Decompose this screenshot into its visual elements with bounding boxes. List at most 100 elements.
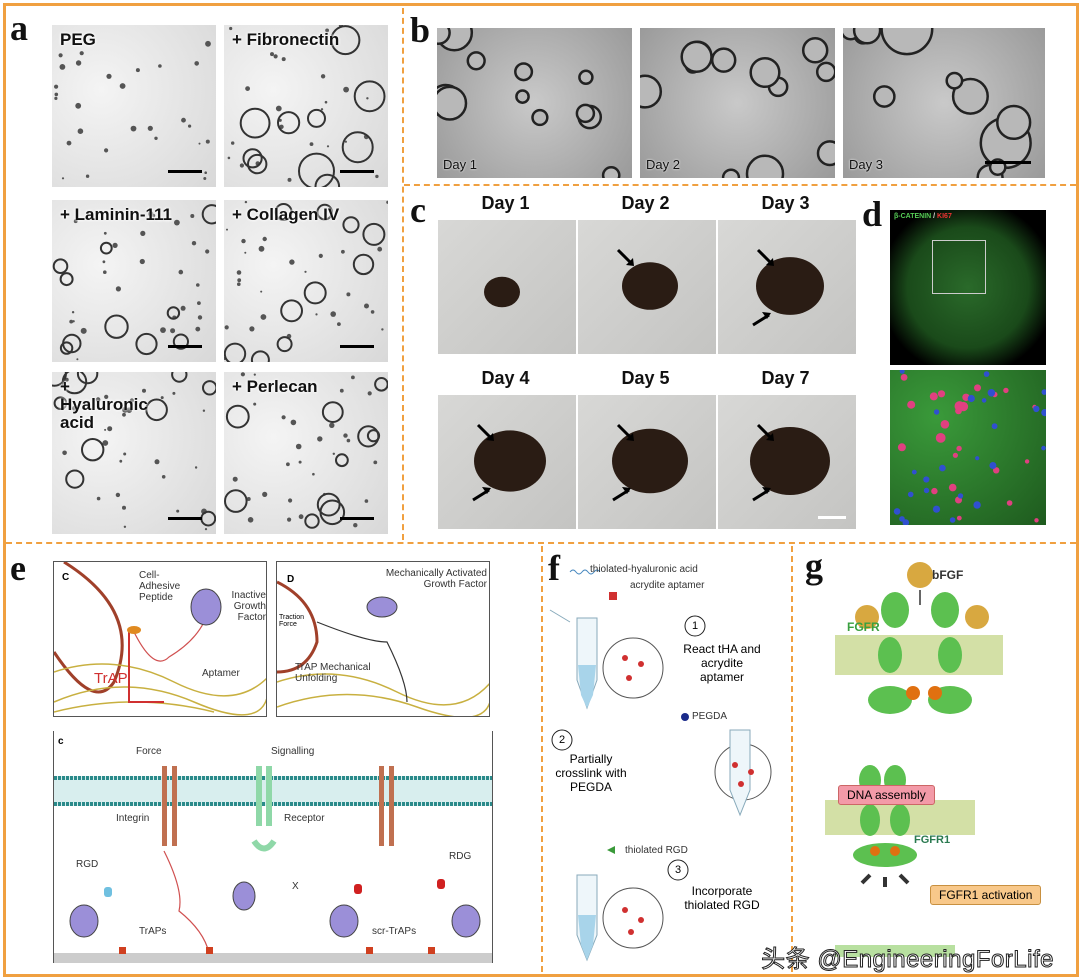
cell-blob bbox=[195, 326, 201, 332]
cell-blob bbox=[135, 332, 158, 356]
cell-blob bbox=[178, 269, 184, 275]
cell-blob bbox=[948, 483, 957, 492]
cell-blob bbox=[955, 407, 962, 415]
cell-blob bbox=[139, 258, 145, 265]
cell-blob bbox=[227, 156, 231, 160]
cell-blob bbox=[145, 398, 168, 422]
condition-label: + Laminin-111 bbox=[60, 205, 172, 224]
cell-blob bbox=[80, 327, 87, 334]
panel-label-e: e bbox=[10, 548, 26, 588]
cell-blob bbox=[197, 315, 203, 320]
cell-blob bbox=[373, 460, 378, 465]
cell-blob bbox=[273, 54, 278, 59]
cell-blob bbox=[983, 371, 990, 377]
cell-blob bbox=[288, 498, 293, 503]
signalling-label: Signalling bbox=[271, 746, 315, 757]
cell-blob bbox=[940, 420, 950, 429]
cell-blob bbox=[202, 380, 216, 396]
cell-blob bbox=[923, 487, 930, 494]
cell-blob bbox=[945, 71, 964, 90]
cell-blob bbox=[260, 290, 263, 293]
cell-blob bbox=[123, 525, 127, 528]
hydrogel-synthesis-diagram bbox=[549, 569, 772, 962]
watermark: 头条 @EngineeringForLife bbox=[761, 946, 1054, 974]
cell-blob bbox=[956, 445, 962, 452]
cell-blob bbox=[53, 396, 68, 411]
cell-blob bbox=[232, 476, 238, 482]
condition-label: + Fibronectin bbox=[232, 30, 340, 49]
step-number: 1 bbox=[691, 620, 699, 632]
cell-blob bbox=[123, 452, 127, 456]
cell-blob bbox=[126, 407, 132, 413]
cell-blob bbox=[316, 492, 341, 517]
cell-blob bbox=[298, 514, 304, 520]
cell-blob bbox=[200, 510, 216, 527]
cell-blob bbox=[99, 241, 113, 255]
cell-blob bbox=[277, 111, 301, 135]
cell-blob bbox=[104, 394, 109, 399]
cell-blob bbox=[197, 301, 201, 305]
cell-blob bbox=[1041, 445, 1046, 451]
cell-blob bbox=[897, 443, 906, 452]
cell-blob bbox=[514, 62, 534, 82]
cell-blob bbox=[923, 476, 930, 483]
trap-label: TrAP bbox=[94, 670, 128, 687]
cell-blob bbox=[71, 311, 75, 314]
cell-blob bbox=[104, 314, 129, 339]
cell-blob bbox=[932, 505, 941, 513]
micrograph: + Fibronectin bbox=[224, 25, 388, 187]
organoid-image bbox=[438, 395, 576, 529]
cell-blob bbox=[174, 219, 180, 226]
cell-blob bbox=[194, 466, 198, 469]
cell-blob bbox=[1034, 518, 1039, 523]
cell-blob bbox=[1033, 405, 1040, 413]
organoid bbox=[756, 257, 824, 315]
cell-blob bbox=[575, 103, 596, 124]
organoid bbox=[474, 430, 546, 492]
organoid bbox=[484, 276, 520, 308]
cell-blob bbox=[993, 467, 1000, 474]
scale-bar bbox=[340, 345, 374, 348]
cell-blob bbox=[81, 438, 105, 462]
cell-blob bbox=[286, 462, 290, 467]
cell-blob bbox=[274, 203, 293, 221]
micrograph: + Laminin-111 bbox=[52, 200, 216, 362]
cell-blob bbox=[226, 228, 228, 231]
cell-blob bbox=[801, 37, 829, 64]
cell-blob bbox=[1024, 459, 1030, 464]
rdg-label: RDG bbox=[449, 851, 472, 862]
cell-blob bbox=[341, 249, 345, 254]
organoid-image bbox=[718, 220, 856, 354]
scale-bar bbox=[168, 170, 202, 173]
cell-blob bbox=[346, 438, 351, 443]
panel-label-g: g bbox=[805, 546, 823, 586]
cell-blob bbox=[75, 60, 82, 66]
organoid bbox=[750, 427, 830, 495]
cell-blob bbox=[148, 211, 154, 217]
cell-blob bbox=[900, 374, 908, 381]
day-label: Day 3 bbox=[849, 157, 883, 172]
cell-blob bbox=[253, 373, 256, 376]
scale-bar bbox=[340, 517, 374, 520]
cell-blob bbox=[907, 491, 914, 498]
cell-blob bbox=[298, 152, 335, 187]
inactive-gf-label: Inactive Growth Factor bbox=[231, 590, 266, 623]
cell-blob bbox=[342, 216, 360, 234]
cell-blob bbox=[466, 51, 486, 71]
cell-blob bbox=[935, 433, 946, 443]
cell-blob bbox=[66, 140, 72, 146]
cell-blob bbox=[1041, 409, 1046, 417]
scr-traps-label: scr-TrAPs bbox=[372, 926, 417, 937]
cell-blob bbox=[61, 177, 65, 180]
divider bbox=[791, 546, 793, 972]
cell-blob bbox=[749, 56, 781, 89]
cell-blob bbox=[103, 231, 107, 235]
cell-blob bbox=[326, 145, 330, 148]
cell-blob bbox=[188, 124, 192, 128]
cell-blob bbox=[52, 258, 69, 274]
cell-blob bbox=[247, 517, 254, 523]
cell-blob bbox=[330, 25, 361, 56]
cell-blob bbox=[721, 168, 741, 178]
step-text: React tHA and acrydite aptamer bbox=[683, 642, 761, 684]
cell-blob bbox=[276, 336, 293, 353]
